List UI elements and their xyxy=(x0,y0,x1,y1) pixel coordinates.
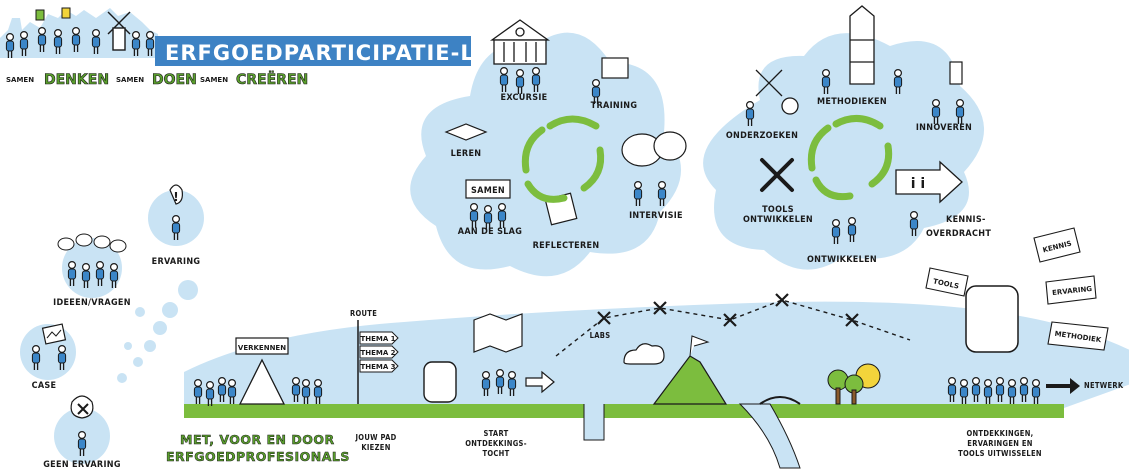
label-excursie: EXCURSIE xyxy=(501,93,548,103)
label-ontdekkings: ONTDEKKINGS- xyxy=(465,439,527,448)
label-case: CASE xyxy=(32,381,57,391)
label-route: ROUTE xyxy=(350,309,377,318)
samen-sign xyxy=(465,179,511,199)
yellow-figure-icon xyxy=(61,7,71,19)
trees-icon xyxy=(827,369,864,405)
map-icon xyxy=(473,313,523,353)
graduation-cap-icon xyxy=(444,123,488,141)
big-backpack-icon xyxy=(965,285,1019,353)
windmill-icon xyxy=(107,11,131,51)
label-ontdekkingen: ONTDEKKINGEN, xyxy=(966,429,1033,438)
tent-icon xyxy=(238,358,286,405)
mountain xyxy=(652,355,728,405)
tagline: SAMEN DENKEN SAMEN DOEN SAMEN CREËREN xyxy=(6,71,309,89)
route-thema-2: THEMA 2 xyxy=(360,349,395,357)
route-thema-1: THEMA 1 xyxy=(360,335,395,343)
innovation-cloud xyxy=(703,33,985,270)
label-ervaringen-en: ERVARINGEN EN xyxy=(967,439,1032,448)
tagline-doen: DOEN xyxy=(152,72,197,88)
test-tube-icon xyxy=(949,61,963,85)
tagline-denken: DENKEN xyxy=(44,72,109,88)
verkennen-banner xyxy=(235,337,289,355)
speech-bubbles-icon xyxy=(57,233,127,253)
case-chart-icon xyxy=(46,329,62,339)
intervisie-bubble-icon-2 xyxy=(653,131,687,161)
tagline-samen-3: SAMEN xyxy=(200,76,228,84)
info-icon: i i xyxy=(911,176,925,192)
label-reflecteren: REFLECTEREN xyxy=(533,241,600,251)
label-tools: TOOLS xyxy=(762,205,794,215)
tagline-samen-1: SAMEN xyxy=(6,76,34,84)
label-leren: LEREN xyxy=(451,149,482,159)
left-input-bubbles: ! ERVARING IDEEEN/VRAGEN CASE GEEN ERVAR… xyxy=(20,184,204,470)
learning-cycle-arrows xyxy=(521,115,605,203)
label-ideeen-vragen: IDEEEN/VRAGEN xyxy=(53,298,131,308)
learning-cycle: EXCURSIE TRAINING LEREN INTERVISIE SAMEN… xyxy=(410,19,687,277)
label-methodieken: METHODIEKEN xyxy=(817,97,887,107)
tagline-creeren: CREËREN xyxy=(236,71,308,88)
exclamation-cloud-icon xyxy=(169,184,183,205)
journey-landscape: VERKENNEN ROUTE THEMA 1 THEMA 2 THEMA 3 xyxy=(184,227,1129,469)
exclamation-icon: ! xyxy=(173,190,178,204)
label-verkennen: VERKENNEN xyxy=(238,344,286,352)
wrench-screwdriver-icon xyxy=(760,158,794,192)
route-thema-3: THEMA 3 xyxy=(360,363,395,371)
label-onderzoeken: ONDERZOEKEN xyxy=(726,131,798,141)
innovation-cycle-arrows xyxy=(807,115,893,201)
label-erfgoedprofesionals: ERFGOEDPROFESIONALS xyxy=(166,449,350,464)
magnifier-windmill-icon xyxy=(755,69,799,115)
training-board-icon xyxy=(601,57,629,79)
label-intervisie: INTERVISIE xyxy=(629,211,683,221)
ravine xyxy=(583,404,605,441)
cross-icon xyxy=(77,403,89,415)
label-met-voor-door: MET, VOOR EN DOOR xyxy=(180,432,335,447)
journey-labels: MET, VOOR EN DOOR ERFGOEDPROFESIONALS JO… xyxy=(166,429,1042,464)
label-kiezen: KIEZEN xyxy=(361,443,390,452)
start-arrow-icon xyxy=(525,370,555,394)
ideeen-bubble xyxy=(62,238,122,298)
label-start: START xyxy=(483,429,508,438)
river xyxy=(738,403,801,469)
summit-flag-icon xyxy=(689,335,710,357)
label-training: TRAINING xyxy=(591,101,638,111)
netwerk-arrow-icon xyxy=(1046,378,1080,394)
label-aan-de-slag: AAN DE SLAG xyxy=(458,227,522,237)
label-tocht: TOCHT xyxy=(482,449,509,458)
backpack-icon xyxy=(423,361,457,403)
label-kennisoverdracht: OVERDRACHT xyxy=(926,229,991,239)
church-tower-icon xyxy=(849,5,875,85)
labs-markers xyxy=(597,293,859,327)
green-figure-icon xyxy=(35,9,45,21)
title-area: ERFGOEDPARTICIPATIE-LAB xyxy=(0,7,509,66)
label-ontwikkelen: ONTWIKKELEN xyxy=(807,255,877,265)
knowledge-arrow-icon xyxy=(895,160,963,204)
samen-sign-text: SAMEN xyxy=(471,186,505,196)
tagline-samen-2: SAMEN xyxy=(116,76,144,84)
label-tools-uitwisselen: TOOLS UITWISSELEN xyxy=(958,449,1042,458)
route-signs xyxy=(359,331,399,373)
page-title: ERFGOEDPARTICIPATIE-LAB xyxy=(165,41,509,65)
bridge-icon xyxy=(759,396,801,405)
label-kennis: KENNIS- xyxy=(946,215,986,225)
connector-dots xyxy=(117,280,198,383)
rain-cloud-icon xyxy=(623,343,665,365)
title-banner xyxy=(155,36,471,66)
label-innoveren: INNOVEREN xyxy=(916,123,972,133)
label-geen-ervaring: GEEN ERVARING xyxy=(43,460,121,470)
museum-icon xyxy=(489,19,551,65)
label-jouw-pad: JOUW PAD xyxy=(355,433,397,442)
backpack-tags xyxy=(925,227,1109,351)
label-tools-ontwikkelen: ONTWIKKELEN xyxy=(743,215,813,225)
innovation-cycle: METHODIEKEN ONDERZOEKEN INNOVEREN TOOLS … xyxy=(703,5,991,270)
label-labs: LABS xyxy=(590,331,611,340)
label-ervaring: ERVARING xyxy=(152,257,201,267)
tag-netwerk: NETWERK xyxy=(1084,381,1124,390)
grass-ground xyxy=(184,404,1064,418)
